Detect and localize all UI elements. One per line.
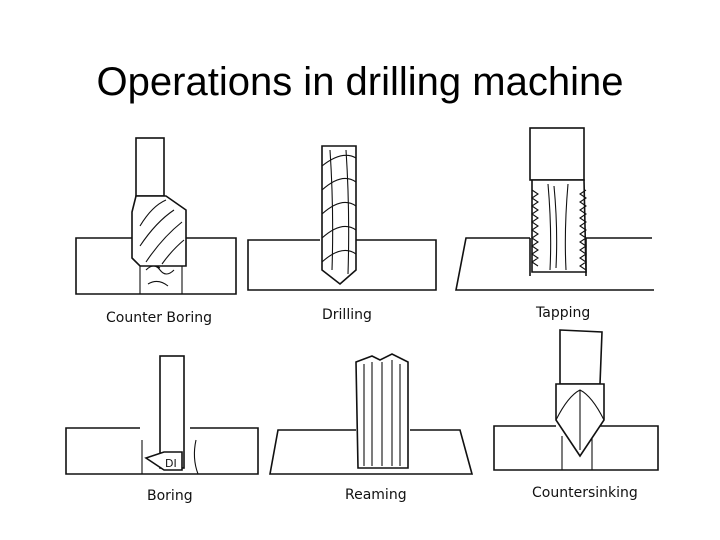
operation-label-reaming: Reaming [345,487,407,503]
boring-illustration: DI [65,355,259,475]
operation-label-boring: Boring [147,488,193,504]
counter-boring-illustration [75,137,237,295]
reaming-illustration [269,353,474,475]
operation-label-drilling: Drilling [322,307,372,323]
countersinking-illustration [493,329,659,471]
operation-label-counter-boring: Counter Boring [106,310,212,326]
drilling-illustration [247,145,437,291]
operation-label-countersinking: Countersinking [532,485,638,501]
operation-label-tapping: Tapping [535,305,590,321]
svg-text:DI: DI [165,457,177,470]
page-title: Operations in drilling machine [96,60,624,104]
tapping-illustration [455,127,654,291]
